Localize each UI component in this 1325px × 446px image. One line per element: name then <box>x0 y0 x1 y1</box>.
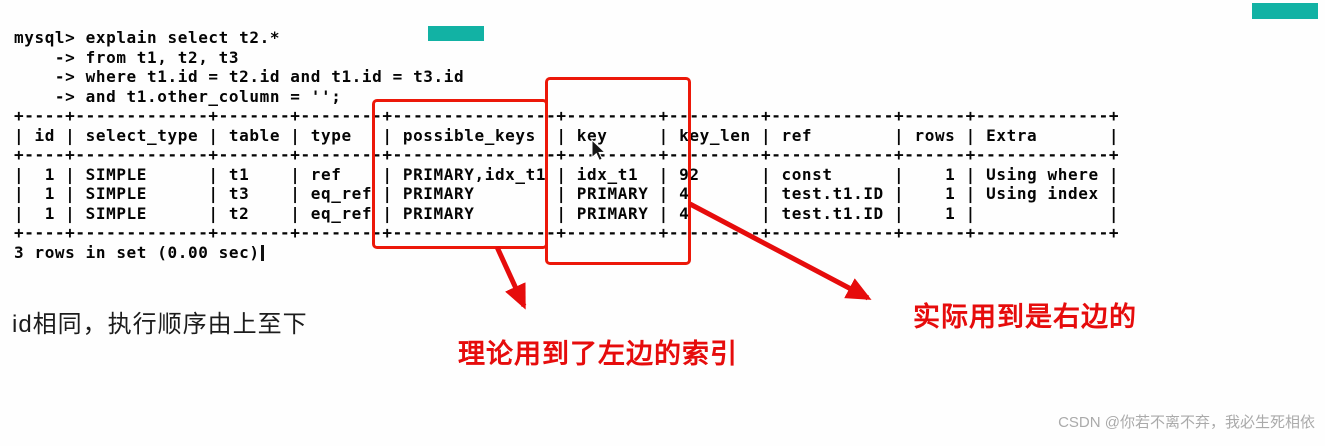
watermark: CSDN @你若不离不弃，我必生死相依 <box>1058 414 1315 431</box>
key-highlight-box <box>545 77 691 265</box>
note-id-order: id相同，执行顺序由上至下 <box>12 311 308 338</box>
possible-keys-highlight-box <box>372 99 548 249</box>
note-actual-index: 实际用到是右边的 <box>913 302 1137 332</box>
redaction-box <box>1252 3 1318 19</box>
note-theory-index: 理论用到了左边的索引 <box>458 339 738 369</box>
text-caret <box>261 245 264 261</box>
redaction-box <box>428 26 484 41</box>
